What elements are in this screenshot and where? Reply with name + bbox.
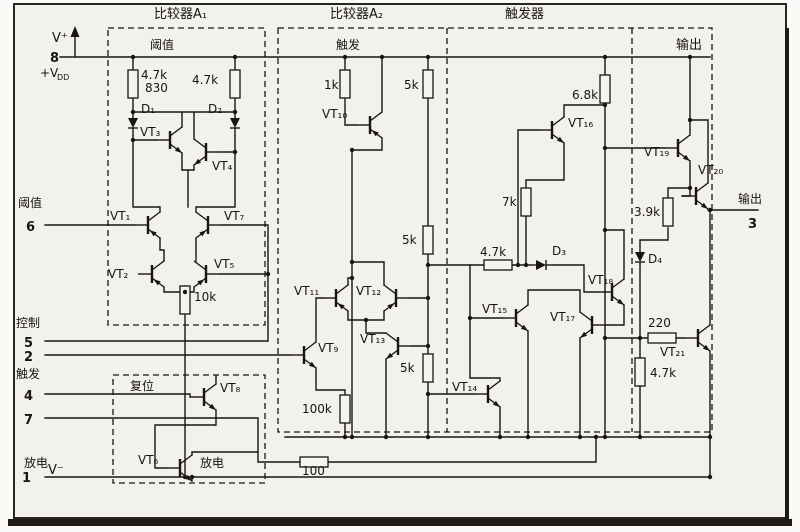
section-title-output: 输出 [676, 37, 702, 53]
pin-1-number: 1 [22, 471, 31, 486]
vt19-label: VT₁₉ [644, 145, 669, 159]
resistor-100k-label: 100k [302, 402, 332, 416]
section-boxes [107, 27, 713, 484]
d4-label: D₄ [648, 252, 662, 266]
vt11-label: VT₁₁ [294, 284, 319, 298]
vt13-label: VT₁₃ [360, 332, 385, 346]
main-box [277, 27, 713, 433]
vt1-label: VT₁ [110, 209, 131, 223]
vt17-label: VT₁₇ [550, 310, 575, 324]
resistor-4k7-a-label: 4.7k [141, 68, 167, 82]
resistor-10k-label: 10k [194, 290, 216, 304]
resistor-5k-c-label: 5k [400, 361, 415, 375]
flipflop-wires [469, 56, 665, 438]
pin-wires [44, 209, 759, 456]
inner-label-discharge: 放电 [200, 455, 224, 470]
vdd-label: +V [40, 66, 59, 80]
vt6-label: VT₆ [138, 453, 159, 467]
inner-label-threshold: 阈值 [150, 37, 174, 52]
pin-6-number: 6 [26, 220, 35, 235]
resistor-7k-label: 7k [502, 195, 517, 209]
resistor-5k-c [422, 353, 434, 383]
transistor-labels: VT₁ VT₂ VT₃ VT₄ VT₅ VT₆ VT₇ VT₈ VT₉ VT₁₀… [108, 107, 723, 467]
pin-5-number: 5 [24, 336, 33, 351]
vt4-label: VT₄ [212, 159, 233, 173]
pin-8-number: 8 [50, 51, 59, 66]
d3-label: D₃ [552, 244, 566, 258]
section-title-flip-flop: 触发器 [505, 6, 544, 22]
resistor-220-label: 220 [648, 316, 671, 330]
pin-4-number: 4 [24, 389, 33, 404]
vt20-label: VT₂₀ [698, 163, 723, 177]
power-rail-wires [44, 33, 711, 478]
resistor-6k8 [599, 74, 611, 104]
d2-label: D₂ [208, 102, 222, 116]
resistor-1k [339, 69, 351, 99]
vt9-label: VT₉ [318, 341, 339, 355]
vt10-label: VT₁₀ [322, 107, 347, 121]
vt12-label: VT₁₂ [356, 284, 381, 298]
resistor-5k-a-label: 5k [404, 78, 419, 92]
vt18-label: VT₁₈ [588, 273, 613, 287]
resistor-7k [520, 187, 532, 217]
diode-labels: D₁ D₂ D₃ D₄ [141, 102, 662, 266]
resistor-830-label: 830 [145, 81, 168, 95]
resistor-100k [339, 394, 351, 424]
resistor-220 [647, 332, 677, 344]
resistor-4k7-d [634, 357, 646, 387]
control-pin-label: 控制 [16, 316, 40, 330]
resistor-5k-b-label: 5k [402, 233, 417, 247]
section-title-comparator-a1: 比较器A₁ [154, 7, 207, 22]
resistor-4k7-b [229, 69, 241, 99]
reset-box [112, 374, 266, 484]
resistor-labels: 4.7k 830 4.7k 10k 1k 5k 5k 5k 100k 100 6… [141, 68, 676, 478]
resistor-4k7-a [127, 69, 139, 99]
pin-3-number: 3 [748, 217, 757, 232]
vt2-label: VT₂ [108, 267, 129, 281]
inner-label-trigger: 触发 [336, 37, 360, 52]
resistor-100-label: 100 [302, 464, 325, 478]
resistor-3k9 [662, 197, 674, 227]
pin-labels: V⁺ 8 +V DD 阈值 6 控制 5 2 触发 4 7 放电 1 V⁻ 输出… [16, 31, 762, 486]
vt3-label: VT₃ [140, 125, 161, 139]
section-titles: 比较器A₁ 比较器A₂ 触发器 输出 阈值 触发 复位 放电 [130, 6, 702, 470]
vt8-label: VT₈ [220, 381, 241, 395]
resistor-4k7-c-label: 4.7k [480, 245, 506, 259]
d1-label: D₁ [141, 102, 155, 116]
vplus-arrow-icon [70, 26, 80, 37]
comparator-a1-box [107, 27, 266, 326]
pin-2-number: 2 [24, 350, 33, 365]
wires [44, 26, 759, 482]
output-pin-label: 输出 [738, 191, 762, 206]
resistor-4k7-b-label: 4.7k [192, 73, 218, 87]
vt14-label: VT₁₄ [452, 380, 477, 394]
pin-7-number: 7 [24, 413, 33, 428]
trigger-pin-label: 触发 [16, 366, 40, 381]
resistors [127, 69, 677, 468]
resistor-4k7-c [483, 259, 513, 271]
resistor-4k7-d-label: 4.7k [650, 366, 676, 380]
page-frame [8, 3, 792, 526]
vdd-subscript: DD [57, 73, 69, 82]
resistor-5k-a [422, 69, 434, 99]
resistor-6k8-label: 6.8k [572, 88, 598, 102]
threshold-pin-label: 阈值 [18, 195, 42, 210]
resistor-1k-label: 1k [324, 78, 339, 92]
vt15-label: VT₁₅ [482, 302, 507, 316]
vt7-label: VT₇ [224, 209, 245, 223]
resistor-100 [299, 456, 329, 468]
discharge-pin-label: 放电 [24, 455, 48, 470]
resistor-3k9-label: 3.9k [634, 205, 660, 219]
section-title-comparator-a2: 比较器A₂ [330, 7, 383, 22]
vt21-label: VT₂₁ [660, 345, 685, 359]
inner-label-reset: 复位 [130, 378, 154, 393]
vplus-label: V⁺ [52, 31, 68, 46]
vt16-label: VT₁₆ [568, 116, 593, 130]
resistor-10k [179, 285, 191, 315]
vt5-label: VT₅ [214, 257, 235, 271]
vminus-label: V⁻ [48, 463, 64, 478]
resistor-5k-b [422, 225, 434, 255]
junction-dots [130, 54, 713, 480]
